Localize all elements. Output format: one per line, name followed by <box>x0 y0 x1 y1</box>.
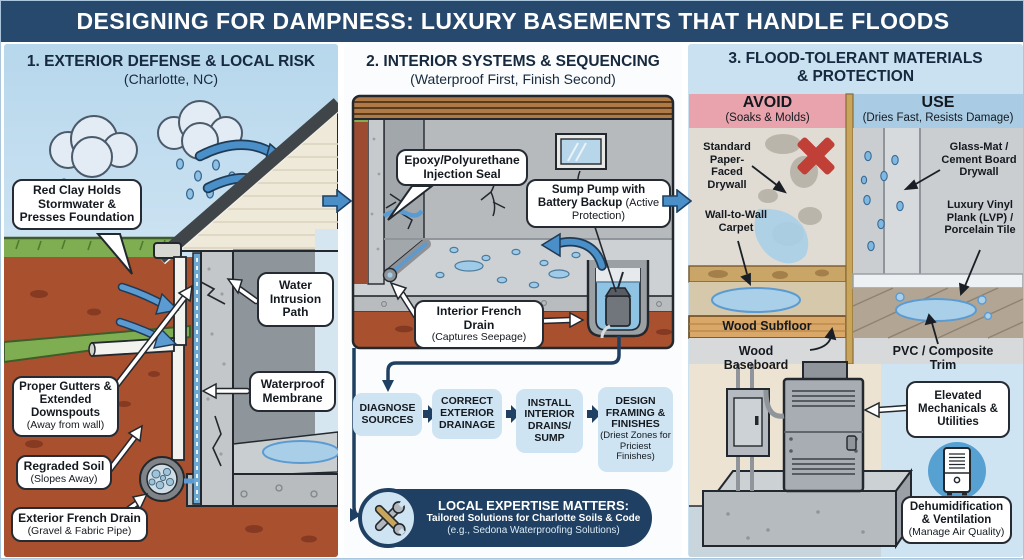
gutter <box>153 242 182 259</box>
label-wood-baseboard: Wood Baseboard <box>723 344 789 373</box>
pointer-arrows <box>104 278 260 518</box>
sump-pump <box>605 295 631 327</box>
lvp-puddle <box>895 298 977 322</box>
dehumidifier-icon <box>928 442 986 500</box>
callout-membrane: Waterproof Membrane <box>249 371 336 413</box>
pvc-baseboard <box>852 273 1023 289</box>
panel1-heading: 1. EXTERIOR DEFENSE & LOCAL RISK (Charlo… <box>4 53 338 88</box>
red-x-icon <box>797 137 835 175</box>
panel1-title: 1. EXTERIOR DEFENSE & LOCAL RISK <box>26 53 316 70</box>
use-band <box>853 94 1023 128</box>
sump-pit <box>586 260 650 339</box>
avoid-header: AVOID (Soaks & Molds) <box>725 94 810 124</box>
panel-transition-arrow-icon <box>322 189 352 213</box>
callout-epoxy: Epoxy/Polyurethane Injection Seal <box>396 149 528 187</box>
panel-flood-tolerant-materials: 3. FLOOD-TOLERANT MATERIALS & PROTECTION… <box>688 44 1023 557</box>
expertise-icon-circle <box>358 488 418 548</box>
interior-french-drain <box>382 239 431 283</box>
panel-exterior-defense: 1. EXTERIOR DEFENSE & LOCAL RISK (Charlo… <box>4 44 338 557</box>
soil-pressure-arrow-icon <box>115 282 180 349</box>
flow-step-drains-sump: INSTALL INTERIOR DRAINS/ SUMP <box>516 389 583 453</box>
beading-droplets <box>860 150 904 252</box>
panel1-subtitle: (Charlotte, NC) <box>123 70 219 87</box>
panel-interior-systems: 2. INTERIOR SYSTEMS & SEQUENCING (Waterp… <box>344 44 682 557</box>
panel2-heading: 2. INTERIOR SYSTEMS & SEQUENCING (Waterp… <box>344 53 682 88</box>
wall-crack <box>212 415 222 467</box>
expertise-line3: (e.g., Sedona Waterproofing Solutions) <box>447 525 620 537</box>
foundation-wall <box>200 250 234 507</box>
callout-french-drain: Exterior French Drain (Gravel & Fabric P… <box>11 507 148 543</box>
expertise-title: LOCAL EXPERTISE MATTERS: <box>438 497 629 513</box>
panel2-title: 2. INTERIOR SYSTEMS & SEQUENCING <box>366 53 660 70</box>
rain-cloud-icon <box>49 100 243 178</box>
carpet-puddle <box>711 287 801 313</box>
flow-arrow-icon <box>423 405 601 423</box>
panel3-heading: 3. FLOOD-TOLERANT MATERIALS & PROTECTION <box>688 50 1023 86</box>
callout-red-clay: Red Clay Holds Stormwater & Presses Foun… <box>12 179 142 230</box>
use-header: USE (Dries Fast, Resists Damage) <box>862 94 1014 124</box>
conduits <box>736 364 754 491</box>
trim-label-band <box>689 338 1023 364</box>
label-pvc-trim: PVC / Composite Trim <box>892 344 994 373</box>
callout-mechanicals: Elevated Mechanicals & Utilities <box>906 381 1010 438</box>
avoid-band <box>689 94 846 128</box>
french-drain <box>139 456 194 502</box>
panel-transition-arrow-icon <box>662 189 692 213</box>
panel3-title-line2: & PROTECTION <box>796 67 915 85</box>
title-bar: DESIGNING FOR DAMPNESS: LUXURY BASEMENTS… <box>1 1 1023 42</box>
expertise-line2: Tailored Solutions for Charlotte Soils &… <box>426 513 641 525</box>
floor-seepage <box>435 246 581 289</box>
flow-step-diagnose: DIAGNOSE SOURCES <box>353 393 422 436</box>
callout-interior-drain: Interior French Drain (Captures Seepage) <box>414 300 544 349</box>
label-carpet: Wall-to-Wall Carpet <box>704 209 768 234</box>
panel3-title-line1: 3. FLOOD-TOLERANT MATERIALS <box>728 50 983 67</box>
discharge-arrow-icon <box>540 232 607 271</box>
callout-water-intrusion: Water Intrusion Path <box>257 272 334 327</box>
floor-puddle <box>262 440 338 464</box>
flow-step-framing: DESIGN FRAMING & FINISHES (Driest Zones … <box>598 387 673 472</box>
page-title: DESIGNING FOR DAMPNESS: LUXURY BASEMENTS… <box>76 8 950 34</box>
epoxy-seal <box>382 209 424 218</box>
flow-step-drainage: CORRECT EXTERIOR DRAINAGE <box>432 389 502 439</box>
wall-crack <box>200 281 226 305</box>
pointer-arrows <box>387 185 617 329</box>
wrench-tools-icon <box>374 500 406 536</box>
furnace <box>763 361 865 493</box>
label-glass-mat: Glass-Mat / Cement Board Drywall <box>941 141 1017 179</box>
label-arrows <box>737 165 981 351</box>
callout-dehumidification: Dehumidification & Ventilation (Manage A… <box>901 496 1012 544</box>
label-paper-drywall: Standard Paper-Faced Drywall <box>703 141 751 191</box>
electrical-panel <box>726 388 770 457</box>
callout-regraded: Regraded Soil (Slopes Away) <box>16 455 112 491</box>
callout-gutters: Proper Gutters & Extended Downspouts (Aw… <box>12 376 119 437</box>
label-lvp: Luxury Vinyl Plank (LVP) / Porcelain Til… <box>944 199 1016 237</box>
wood-divider <box>845 93 854 365</box>
use-wall <box>853 128 1023 274</box>
panel2-subtitle: (Waterproof First, Finish Second) <box>410 70 616 87</box>
label-wood-subfloor: Wood Subfloor <box>722 319 812 333</box>
callout-tail <box>95 233 133 275</box>
callout-sump: Sump Pump with Battery Backup (Active Pr… <box>526 179 671 228</box>
water-stain <box>754 208 809 264</box>
